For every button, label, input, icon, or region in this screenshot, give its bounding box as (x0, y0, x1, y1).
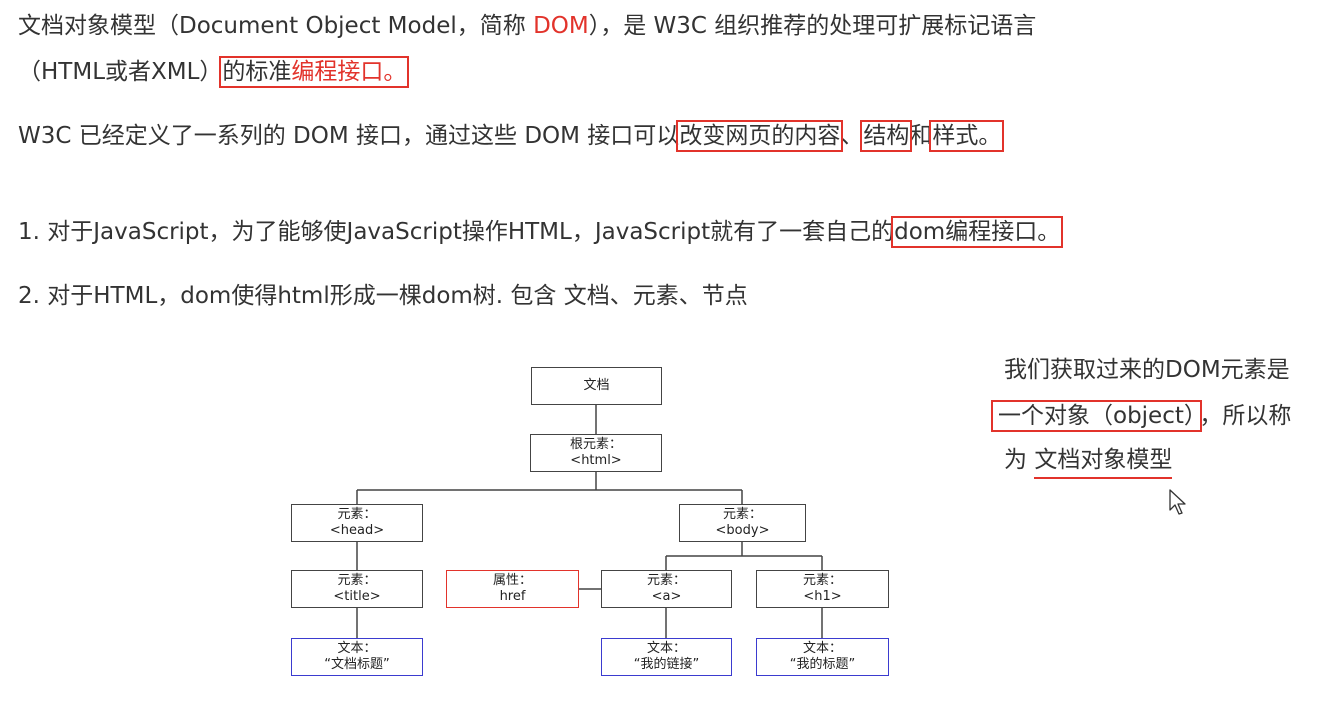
title-label: 元素： (337, 573, 377, 588)
a-tag: <a> (651, 589, 682, 604)
p1-prefix: 文档对象模型（Document Object Model，简称 (18, 13, 534, 39)
node-document: 文档 (531, 367, 662, 405)
node-text-heading: 文本： “我的标题” (756, 638, 889, 676)
title-tag: <title> (333, 589, 381, 604)
text2-value: “我的链接” (633, 657, 700, 672)
side-note-line-1: 我们获取过来的DOM元素是 (1004, 354, 1290, 386)
paragraph-1-line-2: （HTML或者XML）的标准编程接口。 (18, 56, 410, 88)
attr-value: href (499, 589, 526, 604)
body-label: 元素： (722, 507, 762, 522)
node-h1: 元素： <h1> (756, 570, 889, 608)
paragraph-1-line-1: 文档对象模型（Document Object Model，简称 DOM），是 W… (18, 10, 1036, 42)
head-tag: <head> (329, 523, 385, 538)
p1-suffix: ），是 W3C 组织推荐的处理可扩展标记语言 (588, 13, 1037, 39)
body-tag: <body> (715, 523, 770, 538)
standard-interface-box: 的标准编程接口。 (219, 56, 410, 88)
dom-underlined: 文档对象模型 (1034, 447, 1173, 479)
style-box: 样式。 (929, 120, 1005, 152)
text1-label: 文本： (337, 641, 377, 656)
node-root-html: 根元素： <html> (530, 434, 662, 472)
node-head: 元素： <head> (291, 504, 423, 542)
list-item-1: 1. 对于JavaScript，为了能够使JavaScript操作HTML，Ja… (18, 216, 1064, 248)
node-a: 元素： <a> (601, 570, 732, 608)
head-label: 元素： (337, 507, 377, 522)
side-note-line-3: 为 文档对象模型 (1004, 444, 1173, 479)
text1-value: “文档标题” (324, 657, 390, 672)
content-box: 改变网页的内容 (676, 120, 844, 152)
item1-prefix: 1. 对于JavaScript，为了能够使JavaScript操作HTML，Ja… (18, 219, 895, 245)
root-label: 根元素： (569, 437, 622, 452)
text2-label: 文本： (646, 641, 686, 656)
side-line3-prefix: 为 (1004, 447, 1035, 473)
dom-interface-box: dom编程接口。 (891, 216, 1064, 248)
document-label: 文档 (583, 378, 610, 393)
node-attribute-href: 属性： href (446, 570, 579, 608)
node-text-title: 文本： “文档标题” (291, 638, 423, 676)
item2-text: 2. 对于HTML，dom使得html形成一棵dom树. 包含 文档、元素、节点 (18, 283, 748, 309)
p2-sep: 、 (840, 123, 864, 149)
p1-line2-prefix: （HTML或者XML） (18, 59, 223, 85)
node-text-link: 文本： “我的链接” (601, 638, 732, 676)
standard-text: 的标准 (222, 59, 292, 85)
side-line2-rest: ，所以称 (1199, 403, 1292, 429)
p2-prefix: W3C 已经定义了一系列的 DOM 接口，通过这些 DOM 接口可以 (18, 123, 680, 149)
node-title: 元素： <title> (291, 570, 423, 608)
text3-label: 文本： (802, 641, 842, 656)
cursor-arrow-icon (1169, 489, 1186, 515)
list-item-2: 2. 对于HTML，dom使得html形成一棵dom树. 包含 文档、元素、节点 (18, 280, 748, 312)
text3-value: “我的标题” (789, 657, 856, 672)
side-line1-text: 我们获取过来的DOM元素是 (1004, 357, 1290, 383)
programming-interface-text: 编程接口。 (291, 59, 407, 85)
object-box: 一个对象（object） (990, 400, 1203, 432)
node-body: 元素： <body> (679, 504, 806, 542)
dom-highlight: DOM (533, 13, 589, 39)
attr-label: 属性： (492, 573, 532, 588)
root-tag: <html> (570, 453, 622, 468)
p2-mid: 和 (909, 123, 933, 149)
paragraph-2: W3C 已经定义了一系列的 DOM 接口，通过这些 DOM 接口可以改变网页的内… (18, 120, 1005, 152)
h1-label: 元素： (802, 573, 842, 588)
h1-tag: <h1> (803, 589, 842, 604)
structure-box: 结构 (860, 120, 913, 152)
a-label: 元素： (646, 573, 686, 588)
side-note-line-2: 一个对象（object），所以称 (990, 400, 1292, 432)
